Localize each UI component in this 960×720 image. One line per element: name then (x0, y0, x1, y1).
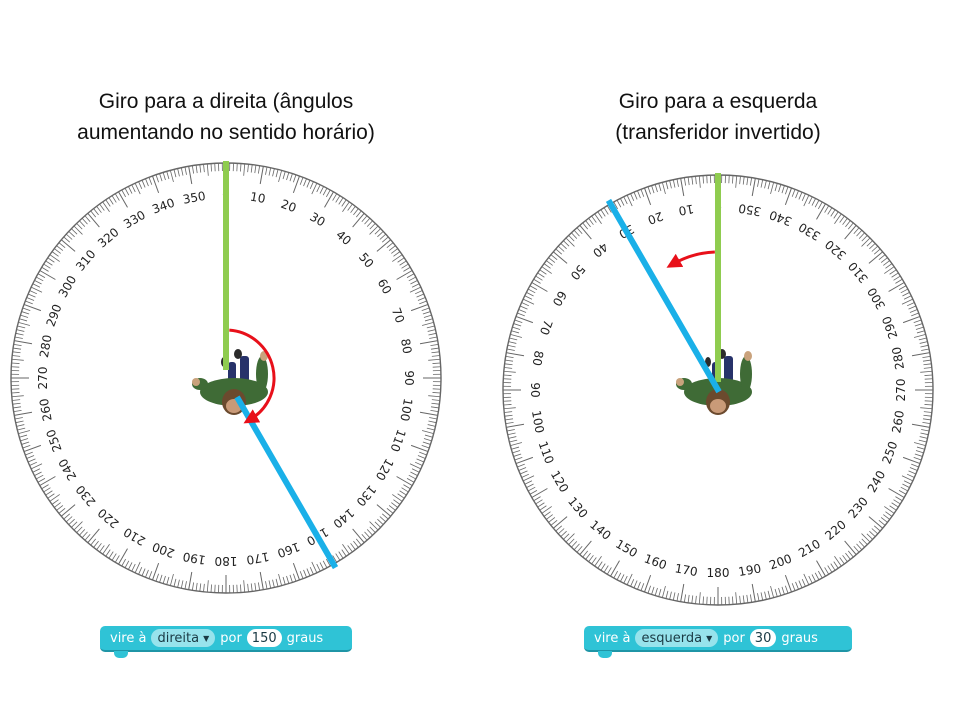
tick-label: 280 (889, 346, 907, 371)
title-right: Giro para a esquerda (transferidor inver… (508, 86, 928, 148)
tick-label: 20 (646, 209, 665, 227)
title-left-line2: aumentando no sentido horário) (77, 121, 375, 144)
block-notch (598, 651, 612, 658)
title-right-line2: (transferidor invertido) (615, 121, 821, 144)
tick-label: 30 (307, 210, 327, 230)
tick-label: 270 (36, 367, 50, 390)
protractor-right: 0102030405060708090100110120130140150160… (502, 173, 934, 606)
block-connector: por (220, 630, 242, 646)
tick-label: 20 (279, 197, 298, 215)
direction-dropdown[interactable]: esquerda ▼ (635, 629, 719, 647)
tick-label: 90 (528, 382, 542, 397)
tick-label: 190 (737, 561, 762, 579)
block-verb: vire à (110, 630, 147, 646)
turn-arrow (229, 328, 276, 424)
tick-label: 70 (389, 306, 407, 325)
person-top-view-icon (192, 349, 268, 415)
direction-dropdown-value: direita (157, 630, 200, 646)
dropdown-arrow-icon: ▼ (203, 633, 210, 643)
turn-block-left[interactable]: vire à esquerda ▼ por 30 graus (584, 626, 852, 658)
tick-label: 280 (37, 334, 55, 359)
title-right-line1: Giro para a esquerda (618, 90, 818, 113)
end-heading-line (234, 395, 339, 570)
block-unit: graus (781, 630, 818, 646)
tick-label: 180 (707, 566, 730, 580)
tick-label: 10 (677, 202, 694, 218)
tick-label: 170 (674, 561, 699, 579)
tick-label: 260 (889, 409, 907, 434)
tick-label: 90 (402, 370, 416, 385)
tick-label: 350 (737, 201, 762, 219)
dropdown-arrow-icon: ▼ (706, 633, 713, 643)
block-notch (114, 651, 128, 658)
tick-label: 60 (375, 276, 395, 296)
tick-label: 270 (894, 379, 908, 402)
tick-label: 190 (182, 549, 207, 567)
direction-dropdown[interactable]: direita ▼ (151, 629, 216, 647)
tick-label: 70 (537, 318, 555, 337)
block-connector: por (723, 630, 745, 646)
degrees-input[interactable]: 30 (749, 629, 777, 647)
protractor-ticks (11, 163, 441, 593)
end-heading-line (605, 198, 722, 394)
tick-label: 10 (249, 190, 266, 206)
tick-label: 80 (530, 349, 546, 366)
turn-arrow (666, 250, 715, 268)
turn-block-right[interactable]: vire à direita ▼ por 150 graus (100, 626, 352, 658)
tick-label: 100 (529, 409, 547, 434)
tick-label: 260 (37, 397, 55, 422)
tick-label: 170 (245, 549, 270, 567)
degrees-input[interactable]: 150 (246, 629, 282, 647)
title-left-line1: Giro para a direita (ângulos (98, 90, 354, 113)
tick-label: 350 (182, 189, 207, 207)
direction-dropdown-value: esquerda (641, 630, 703, 646)
tick-label: 180 (215, 554, 238, 568)
tick-label: 60 (550, 288, 570, 308)
tick-label: 100 (397, 397, 415, 422)
title-left: Giro para a direita (ângulos aumentando … (16, 86, 436, 148)
block-verb: vire à (594, 630, 631, 646)
block-unit: graus (286, 630, 324, 646)
tick-label: 80 (398, 337, 414, 354)
protractor-left: 0102030405060708090100110120130140150160… (10, 161, 442, 594)
